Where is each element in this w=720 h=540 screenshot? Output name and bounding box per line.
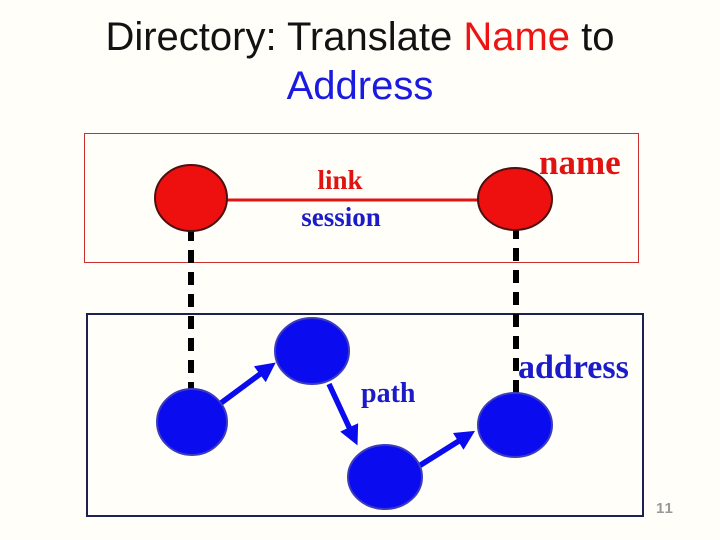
page-title: Directory: Translate Name to Address bbox=[0, 13, 720, 111]
session-label: session bbox=[301, 202, 381, 232]
title-name-highlight: Name bbox=[463, 15, 571, 59]
address-node-right bbox=[477, 392, 553, 458]
page-number: 11 bbox=[656, 500, 674, 517]
path-label: path bbox=[361, 378, 416, 409]
link-label: link bbox=[317, 165, 363, 195]
name-node-left bbox=[154, 164, 228, 232]
name-plane-label: name bbox=[539, 143, 621, 182]
title-address-highlight: Address bbox=[286, 64, 434, 108]
title-line-2: Address bbox=[0, 62, 720, 111]
title-text-part1: Directory: Translate bbox=[105, 15, 464, 59]
path-arrow-2 bbox=[326, 382, 359, 446]
address-node-top bbox=[274, 317, 350, 385]
address-node-left bbox=[156, 388, 228, 456]
address-node-bottom bbox=[347, 444, 423, 510]
path-arrow-1 bbox=[219, 362, 276, 406]
name-plane-box bbox=[84, 133, 639, 263]
path-arrow-3 bbox=[417, 430, 476, 469]
address-plane-box bbox=[86, 313, 644, 517]
name-node-right bbox=[477, 167, 553, 231]
title-line-1: Directory: Translate Name to bbox=[0, 13, 720, 62]
title-text-part2: to bbox=[570, 15, 615, 59]
address-plane-label: address bbox=[518, 349, 629, 386]
